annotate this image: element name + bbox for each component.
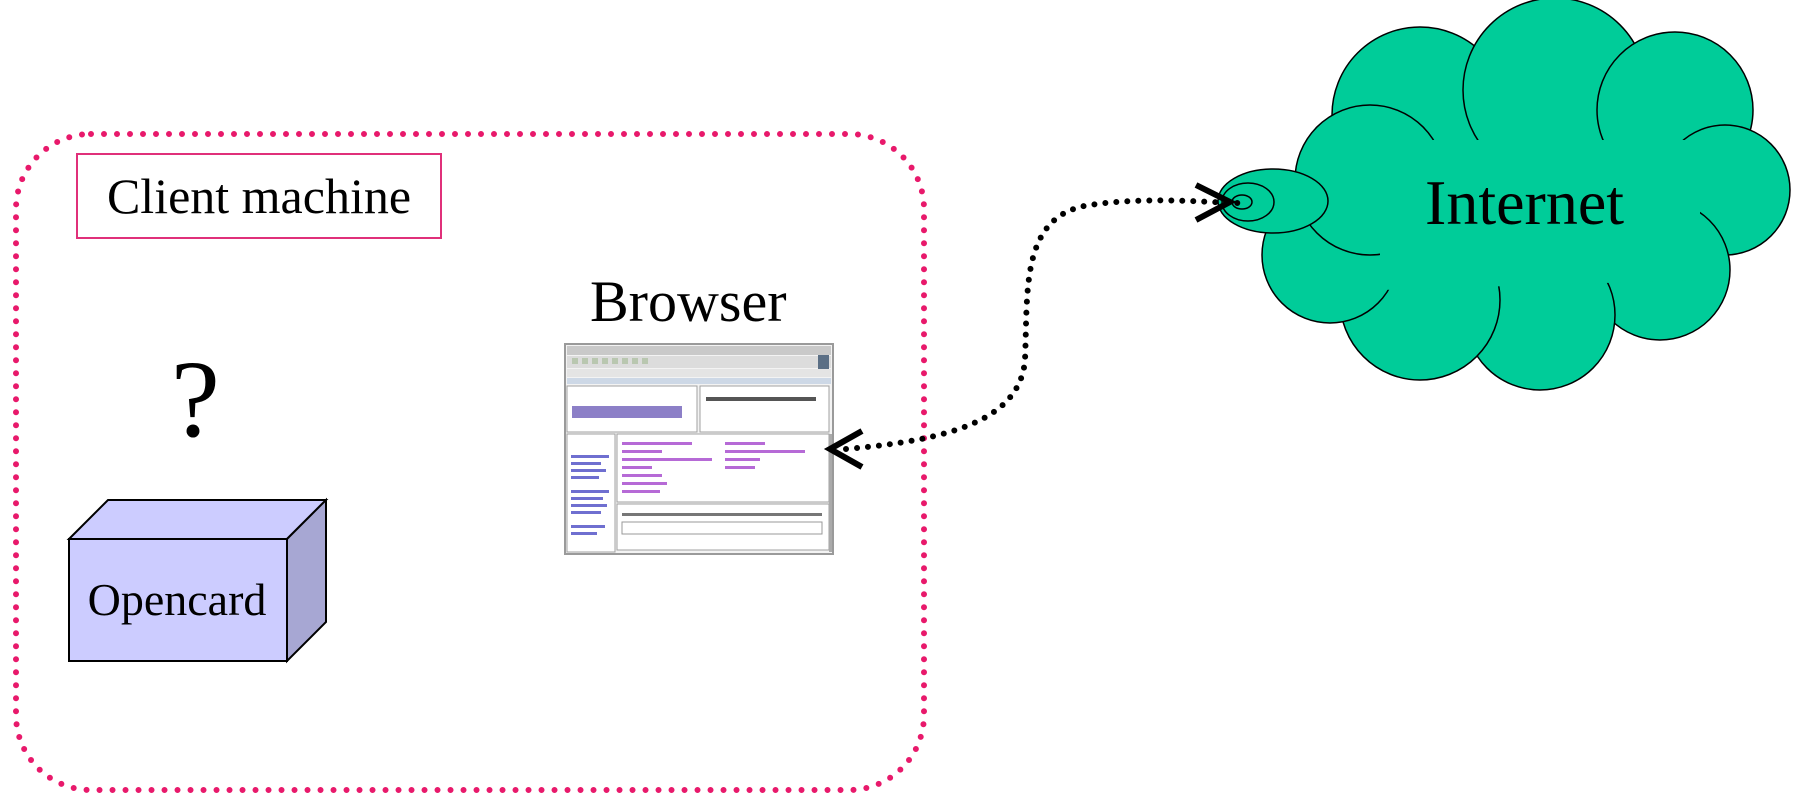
internet-cloud bbox=[1217, 0, 1791, 391]
opencard-label: Opencard bbox=[87, 574, 267, 625]
internet-side-arrowhead bbox=[1194, 182, 1237, 223]
browser-side-arrowhead bbox=[823, 428, 864, 470]
browser-screenshot bbox=[564, 343, 834, 555]
browser-internet-connector bbox=[823, 182, 1243, 470]
client-machine-boundary bbox=[13, 131, 927, 793]
internet-label: Internet bbox=[1425, 167, 1624, 238]
opencard-box bbox=[66, 497, 329, 664]
opencard-box-top bbox=[66, 499, 329, 540]
opencard-box-front bbox=[68, 538, 288, 662]
question-mark: ? bbox=[171, 338, 220, 460]
browser-label: Browser bbox=[590, 269, 787, 334]
client-machine-label: Client machine bbox=[76, 153, 442, 239]
